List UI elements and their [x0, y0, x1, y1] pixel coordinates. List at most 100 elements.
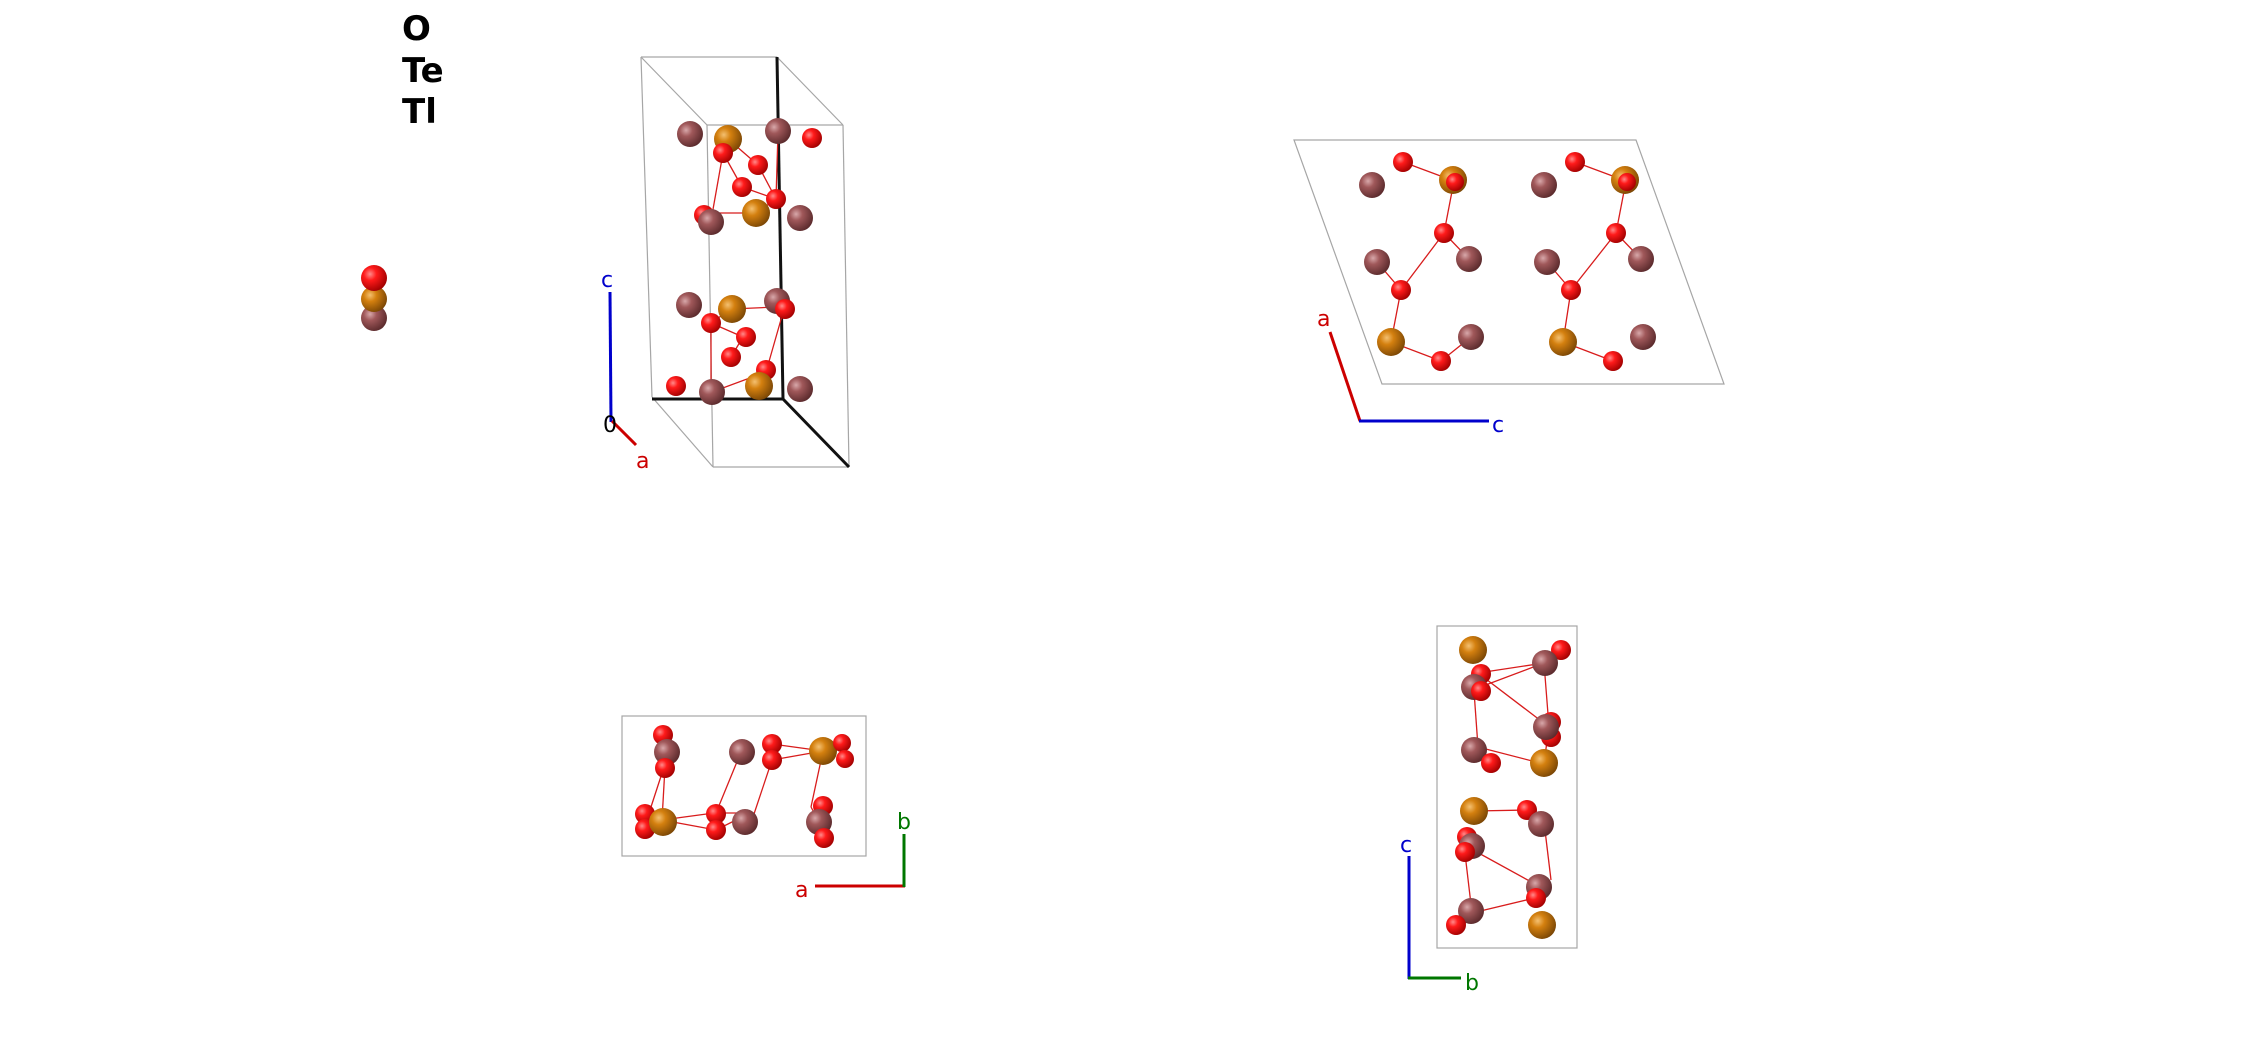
atom-te [1459, 636, 1487, 664]
atom-o [766, 189, 786, 209]
unit-cell-outline [1293, 139, 1725, 385]
axis-c-label: c [601, 268, 613, 293]
atom-te [809, 737, 837, 765]
atom-te [1460, 797, 1488, 825]
atom-te [1530, 749, 1558, 777]
atoms [1359, 152, 1656, 371]
axis-triad: a b [795, 810, 911, 903]
axis-a-label: a [1317, 307, 1330, 332]
axis-triad: c 0 a [601, 268, 649, 474]
atom-tl [1532, 650, 1558, 676]
atom-o [1481, 753, 1501, 773]
atom-o [748, 155, 768, 175]
atom-o [736, 327, 756, 347]
atom-o [1471, 681, 1491, 701]
atom-o [1618, 173, 1636, 191]
atom-te [742, 199, 770, 227]
bonds [1376, 161, 1642, 362]
atom-tl [1364, 249, 1390, 275]
element-legend: O Te Tl [361, 9, 444, 331]
legend-o-sphere [361, 265, 387, 291]
axis-b-label: b [897, 810, 911, 835]
atom-o [732, 177, 752, 197]
axis-a-label: a [636, 449, 649, 474]
axis-origin-label: 0 [603, 413, 617, 438]
view-b-axis: a c [1293, 139, 1725, 438]
atom-o [713, 143, 733, 163]
unit-cell-edges-front [652, 56, 851, 469]
atom-tl [677, 121, 703, 147]
atom-tl [699, 379, 725, 405]
view-perspective: c 0 a [601, 56, 851, 474]
view-c-axis: a b [621, 715, 911, 903]
axis-c-label: c [1400, 833, 1412, 858]
atom-o [721, 347, 741, 367]
atom-o [1446, 173, 1464, 191]
atom-o [775, 299, 795, 319]
legend-label-tl: Tl [402, 92, 437, 132]
atom-o [1455, 842, 1475, 862]
atom-tl [1533, 714, 1559, 740]
unit-cell-outline [621, 715, 867, 857]
atom-o [1561, 280, 1581, 300]
atom-te [1549, 328, 1577, 356]
unit-cell-outline [640, 56, 850, 468]
atom-tl [698, 209, 724, 235]
atom-o [655, 758, 675, 778]
atom-o [1431, 351, 1451, 371]
atom-tl [1531, 172, 1557, 198]
legend-label-o: O [402, 9, 431, 49]
axis-a-line [1328, 331, 1362, 422]
atom-tl [1458, 898, 1484, 924]
atom-o [1446, 915, 1466, 935]
axis-a-line [610, 419, 638, 447]
atom-tl [787, 205, 813, 231]
atom-te [718, 295, 746, 323]
atom-o [706, 804, 726, 824]
atom-te [649, 808, 677, 836]
atom-tl [1359, 172, 1385, 198]
axis-c-line [608, 291, 613, 423]
axis-triad: c b [1400, 833, 1479, 996]
atom-o [1606, 223, 1626, 243]
atom-te [1377, 328, 1405, 356]
atom-o [1603, 351, 1623, 371]
atom-tl [765, 118, 791, 144]
atom-tl [1534, 249, 1560, 275]
atom-tl [654, 739, 680, 765]
legend-tl-sphere [361, 305, 387, 331]
bonds [710, 131, 785, 393]
atoms [635, 725, 854, 848]
axis-c-label: c [1492, 413, 1504, 438]
atom-o [666, 376, 686, 396]
atom-tl [1458, 324, 1484, 350]
atom-o [1565, 152, 1585, 172]
atom-o [1551, 640, 1571, 660]
atom-tl [1528, 811, 1554, 837]
atom-o [836, 750, 854, 768]
axis-triad: a c [1317, 307, 1504, 438]
atoms [1446, 636, 1571, 939]
atom-te [1528, 911, 1556, 939]
atom-o [1434, 223, 1454, 243]
atoms [666, 118, 822, 405]
atom-o [706, 820, 726, 840]
atom-tl [729, 739, 755, 765]
atom-tl [787, 376, 813, 402]
atom-o [833, 734, 851, 752]
atom-o [802, 128, 822, 148]
legend-swatch-stack [361, 265, 387, 331]
atom-tl [1461, 737, 1487, 763]
atom-o [1391, 280, 1411, 300]
atom-o [1526, 888, 1546, 908]
atom-tl [732, 809, 758, 835]
atom-o [762, 734, 782, 754]
atom-o [762, 750, 782, 770]
legend-te-sphere [361, 286, 387, 312]
atom-tl [1456, 246, 1482, 272]
unit-cell-outline [1436, 625, 1578, 949]
atom-o [814, 828, 834, 848]
atom-tl [1630, 324, 1656, 350]
view-a-axis: c b [1400, 625, 1578, 996]
